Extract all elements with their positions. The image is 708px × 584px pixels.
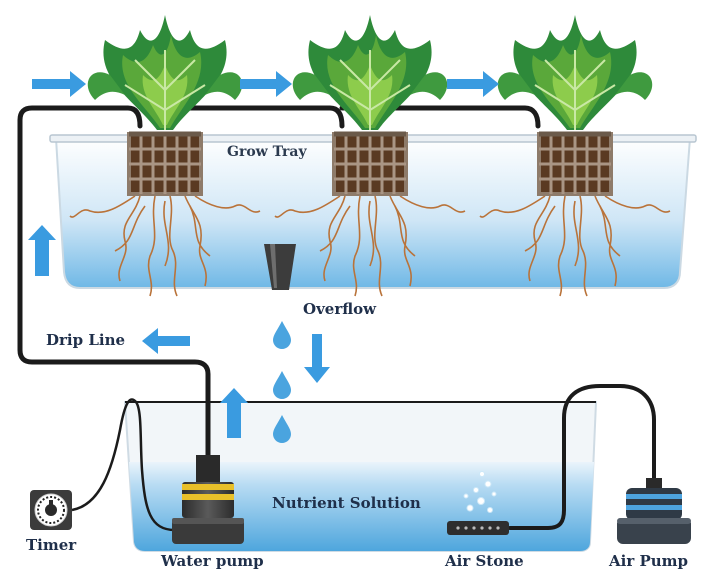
water-drop-icon — [273, 371, 291, 399]
timer-cable — [71, 398, 176, 532]
plant-icon — [86, 14, 244, 131]
air-tube — [508, 384, 656, 530]
air-pump-label: Air Pump — [609, 552, 689, 570]
timer-icon — [30, 490, 72, 530]
flow-arrow-icon — [220, 388, 248, 438]
water-drop-icon — [273, 321, 291, 349]
water-drop-icon — [273, 415, 291, 443]
water-pump-icon — [172, 455, 244, 544]
overflow-pipe — [264, 244, 296, 290]
timer-label: Timer — [26, 536, 77, 554]
air-stone-icon — [447, 521, 509, 535]
air-bubbles — [463, 471, 497, 513]
flow-arrow-icon — [240, 71, 292, 97]
drip-line-tube — [17, 105, 541, 463]
nutrient-solution-label: Nutrient Solution — [272, 494, 421, 512]
grow-tray-label: Grow Tray — [227, 144, 307, 160]
plant-icon — [496, 14, 654, 131]
overflow-label: Overflow — [303, 300, 377, 318]
flow-arrow-icon — [304, 334, 330, 383]
flow-arrows — [28, 71, 499, 438]
water-pump-label: Water pump — [161, 552, 264, 570]
flow-arrow-icon — [142, 328, 190, 354]
flow-arrow-icon — [32, 71, 86, 97]
grow-tray — [49, 134, 697, 289]
plant-icon — [291, 14, 449, 131]
drip-line-label: Drip Line — [46, 331, 126, 349]
flow-arrow-icon — [28, 225, 56, 276]
air-pump-icon — [617, 478, 691, 544]
air-stone-label: Air Stone — [445, 552, 524, 570]
water-drops — [273, 321, 291, 443]
flow-arrow-icon — [447, 71, 499, 97]
